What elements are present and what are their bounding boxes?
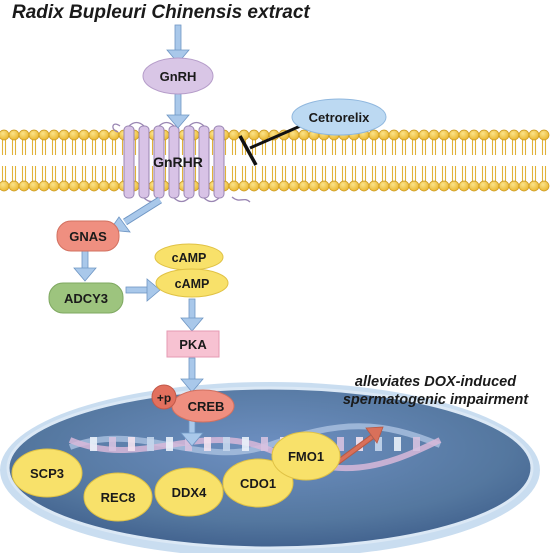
node-scp3: SCP3 — [11, 448, 83, 498]
node-ddx4: DDX4 — [154, 467, 224, 517]
lipid-bilayer-membrane — [0, 129, 550, 192]
node-gnas-label: GNAS — [69, 229, 107, 244]
node-camp-bottom-label: cAMP — [175, 277, 210, 291]
arrow-adcy3-to-camp — [125, 278, 161, 302]
node-camp-bottom: cAMP — [155, 268, 229, 298]
node-creb: CREB — [171, 389, 235, 423]
gnrhr-receptor-helices — [112, 121, 251, 203]
node-cdo1-label: CDO1 — [240, 476, 276, 491]
dna-strand — [68, 423, 442, 472]
outcome-text: alleviates DOX-induced spermatogenic imp… — [328, 373, 543, 409]
node-cetrorelix: Cetrorelix — [291, 98, 387, 136]
arrow-gnrhr-to-gnas — [109, 196, 162, 233]
node-pka-label: PKA — [179, 337, 207, 352]
node-ddx4-label: DDX4 — [172, 485, 207, 500]
phospho-badge: +p — [151, 384, 177, 410]
node-creb-label: CREB — [188, 399, 225, 414]
phospho-label: +p — [157, 391, 171, 405]
node-pka: PKA — [166, 330, 220, 358]
node-adcy3: ADCY3 — [48, 282, 124, 314]
node-camp-top-label: cAMP — [172, 251, 207, 265]
node-gnas: GNAS — [56, 220, 120, 252]
node-fmo1-label: FMO1 — [288, 449, 324, 464]
arrow-camp-to-pka — [180, 298, 204, 332]
node-cdo1: CDO1 — [222, 458, 294, 508]
node-scp3-label: SCP3 — [30, 466, 64, 481]
arrow-output-outcome — [336, 426, 384, 465]
outcome-line-2: spermatogenic impairment — [342, 392, 529, 408]
node-cetrorelix-label: Cetrorelix — [309, 110, 370, 125]
signal-arrows — [73, 24, 384, 465]
node-rec8: REC8 — [83, 472, 153, 522]
figure-title: Radix Bupleuri Chinensis extract — [12, 2, 310, 23]
arrow-extract-to-gnrh — [166, 24, 190, 64]
node-adcy3-label: ADCY3 — [64, 291, 108, 306]
outcome-line-1: alleviates DOX-induced — [354, 374, 517, 390]
node-fmo1: FMO1 — [271, 431, 341, 481]
node-rec8-label: REC8 — [101, 490, 136, 505]
arrow-gnas-to-adcy3 — [73, 246, 97, 282]
node-camp-top: cAMP — [154, 243, 224, 271]
arrow-pka-to-creb — [180, 357, 204, 393]
node-gnrhr-label: GnRHR — [153, 154, 203, 170]
inhibition-line — [238, 122, 306, 166]
node-gnrh-label: GnRH — [160, 69, 197, 84]
node-gnrh: GnRH — [142, 57, 214, 95]
